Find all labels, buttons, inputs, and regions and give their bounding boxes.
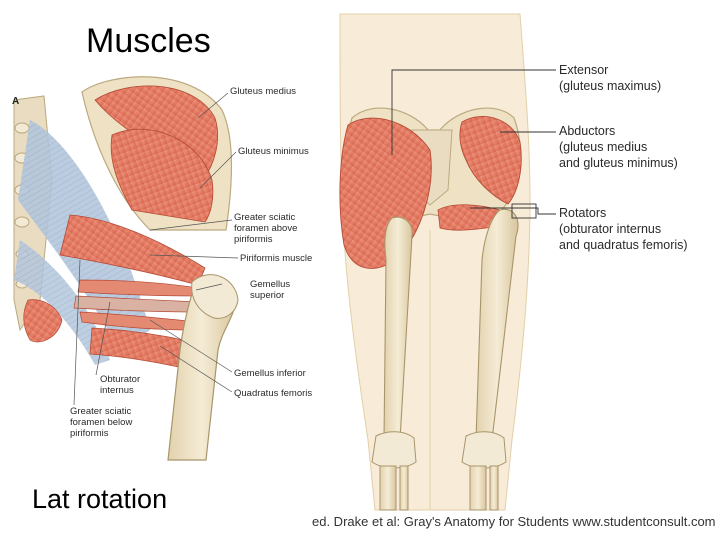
label-greater-sciatic-above: Greater sciatic foramen above piriformis (234, 212, 298, 245)
label-gluteus-minimus: Gluteus minimus (238, 146, 309, 157)
label-abductors-detail: (gluteus medius and gluteus minimus) (559, 140, 678, 170)
image-credit: ed. Drake et al: Gray's Anatomy for Stud… (312, 515, 716, 529)
slide-title: Muscles (86, 22, 211, 60)
panel-b-figure (339, 13, 556, 511)
label-extensor-detail: (gluteus maximus) (559, 79, 662, 93)
label-quadratus-femoris: Quadratus femoris (234, 388, 313, 399)
label-abductors-title: Abductors (559, 124, 616, 138)
label-gluteus-medius: Gluteus medius (230, 86, 297, 97)
label-gemellus-superior: Gemellus superior (250, 279, 291, 301)
label-rotators-title: Rotators (559, 206, 607, 220)
panel-a-letter: A (12, 96, 20, 107)
label-greater-sciatic-below: Greater sciatic foramen below piriformis (70, 406, 133, 439)
label-rotators-detail: (obturator internus and quadratus femori… (559, 222, 688, 252)
label-extensor-title: Extensor (559, 63, 609, 77)
label-piriformis: Piriformis muscle (240, 253, 313, 264)
label-obturator-internus: Obturator internus (100, 374, 141, 396)
slide-caption: Lat rotation (32, 484, 168, 514)
label-gemellus-inferior: Gemellus inferior (234, 368, 306, 379)
panel-a-figure (13, 76, 239, 461)
